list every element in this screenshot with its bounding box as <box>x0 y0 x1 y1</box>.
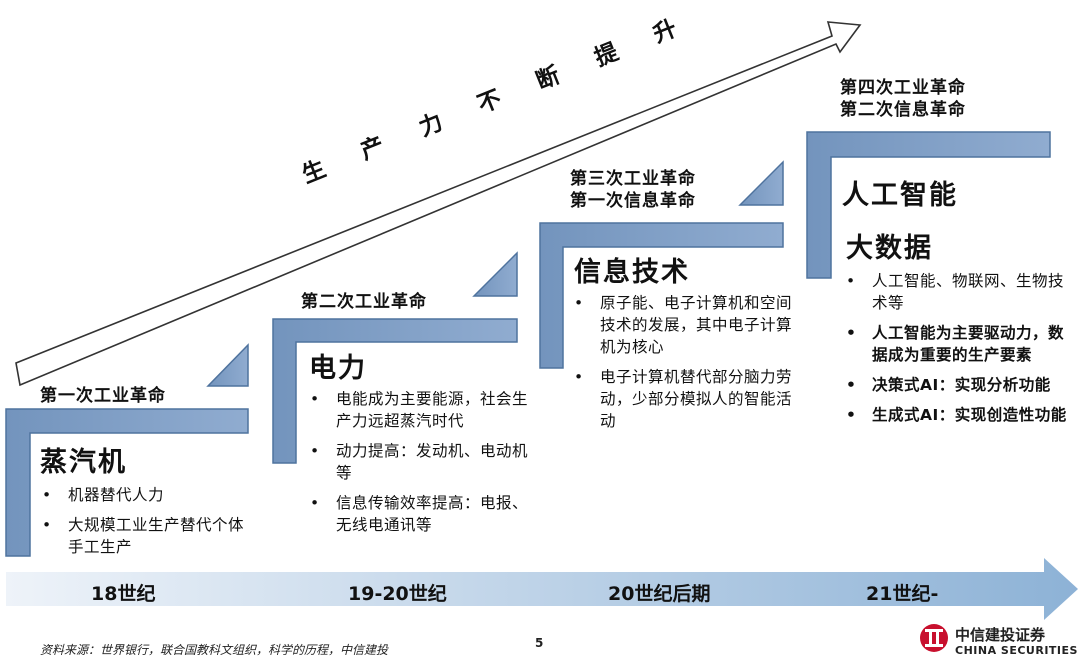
list-item: 信息传输效率提高：电报、无线电通讯等 <box>306 492 531 536</box>
stage-1-title: 蒸汽机 <box>40 447 127 478</box>
list-item: 原子能、电子计算机和空间技术的发展，其中电子计算机为核心 <box>570 292 802 358</box>
stage-4-subtitle: 大数据 <box>846 233 933 264</box>
productivity-arrow <box>15 21 862 387</box>
list-item: 动力提高：发动机、电动机等 <box>306 440 531 484</box>
list-item: 机器替代人力 <box>38 484 253 506</box>
stage-1-label: 第一次工业革命 <box>40 386 166 406</box>
list-item: 人工智能、物联网、生物技术等 <box>842 270 1070 314</box>
stage-2-label: 第二次工业革命 <box>301 292 427 312</box>
era-label-4: 21世纪- <box>866 583 939 605</box>
timeline-arrow <box>6 558 1078 620</box>
stage-1-bullets: 机器替代人力 大规模工业生产替代个体手工生产 <box>38 484 253 566</box>
stage-4-bullets: 人工智能、物联网、生物技术等 人工智能为主要驱动力，数据成为重要的生产要素 决策… <box>842 270 1070 434</box>
logo-text-en: CHINA SECURITIES <box>955 644 1078 657</box>
stage-4-step <box>806 131 1051 279</box>
era-label-2: 19-20世纪 <box>348 583 447 605</box>
stage-3-bullets: 原子能、电子计算机和空间技术的发展，其中电子计算机为核心 电子计算机替代部分脑力… <box>570 292 802 440</box>
logo-text-cn: 中信建投证券 <box>955 626 1046 644</box>
stage-3-step <box>539 160 784 369</box>
logo-mark <box>920 624 948 652</box>
stage-4-title: 人工智能 <box>842 180 958 211</box>
list-item: 大规模工业生产替代个体手工生产 <box>38 514 253 558</box>
list-item: 生成式AI：实现创造性功能 <box>842 404 1070 426</box>
list-item: 电子计算机替代部分脑力劳动，少部分模拟人的智能活动 <box>570 366 802 432</box>
stage-3-label: 第三次工业革命 第一次信息革命 <box>570 169 696 211</box>
list-item: 人工智能为主要驱动力，数据成为重要的生产要素 <box>842 322 1070 366</box>
stage-1-step <box>5 343 249 557</box>
stage-2-step <box>272 251 518 464</box>
stage-3-title: 信息技术 <box>574 257 690 288</box>
stage-4-label: 第四次工业革命 第二次信息革命 <box>840 78 966 120</box>
stage-2-bullets: 电能成为主要能源，社会生产力远超蒸汽时代 动力提高：发动机、电动机等 信息传输效… <box>306 388 531 544</box>
list-item: 决策式AI：实现分析功能 <box>842 374 1070 396</box>
stage-2-title: 电力 <box>309 353 367 384</box>
page-number: 5 <box>535 636 544 650</box>
list-item: 电能成为主要能源，社会生产力远超蒸汽时代 <box>306 388 531 432</box>
source-note: 资料来源：世界银行，联合国教科文组织，科学的历程，中信建投 <box>40 643 389 657</box>
era-label-3: 20世纪后期 <box>608 583 711 605</box>
era-label-1: 18世纪 <box>91 583 156 605</box>
